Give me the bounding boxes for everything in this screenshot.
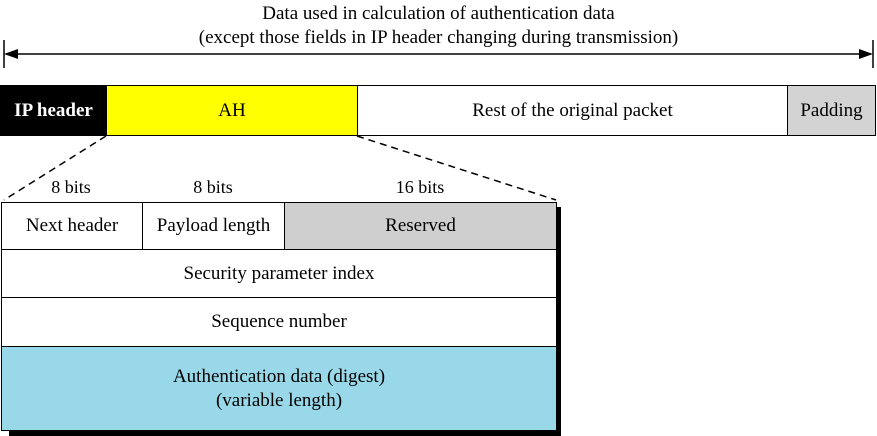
- spi-field: Security parameter index: [1, 249, 557, 298]
- caption-line-1: Data used in calculation of authenticati…: [262, 3, 615, 24]
- padding-label: Padding: [800, 99, 863, 121]
- next-header-field: Next header: [1, 202, 143, 250]
- ah-label: AH: [218, 99, 246, 121]
- authentication-data-field: Authentication data (digest) (variable l…: [1, 346, 557, 431]
- ah-segment: AH: [106, 85, 358, 136]
- bits-label-payload-length: 8 bits: [193, 177, 233, 197]
- rest-label: Rest of the original packet: [472, 99, 673, 121]
- reserved-field: Reserved: [284, 202, 557, 250]
- sequence-number-field: Sequence number: [1, 297, 557, 347]
- sequence-number-label: Sequence number: [211, 311, 347, 333]
- caption-line-2: (except those fields in IP header changi…: [198, 27, 679, 48]
- next-header-label: Next header: [25, 215, 119, 237]
- ip-header-label: IP header: [14, 99, 93, 121]
- bits-label-next-header: 8 bits: [51, 177, 91, 197]
- bits-label-reserved: 16 bits: [395, 177, 445, 197]
- authentication-length-note: (variable length): [215, 389, 343, 411]
- authentication-data-label: Authentication data (digest): [172, 365, 386, 387]
- padding-segment: Padding: [787, 85, 876, 136]
- spi-label: Security parameter index: [183, 262, 375, 284]
- payload-length-field: Payload length: [142, 202, 285, 250]
- diagram-caption: Data used in calculation of authenticati…: [0, 2, 877, 50]
- payload-length-label: Payload length: [156, 215, 271, 237]
- expansion-lines: [3, 135, 557, 201]
- ip-header-segment: IP header: [0, 85, 107, 136]
- reserved-label: Reserved: [385, 215, 456, 237]
- rest-segment: Rest of the original packet: [357, 85, 788, 136]
- span-arrow: [3, 40, 874, 68]
